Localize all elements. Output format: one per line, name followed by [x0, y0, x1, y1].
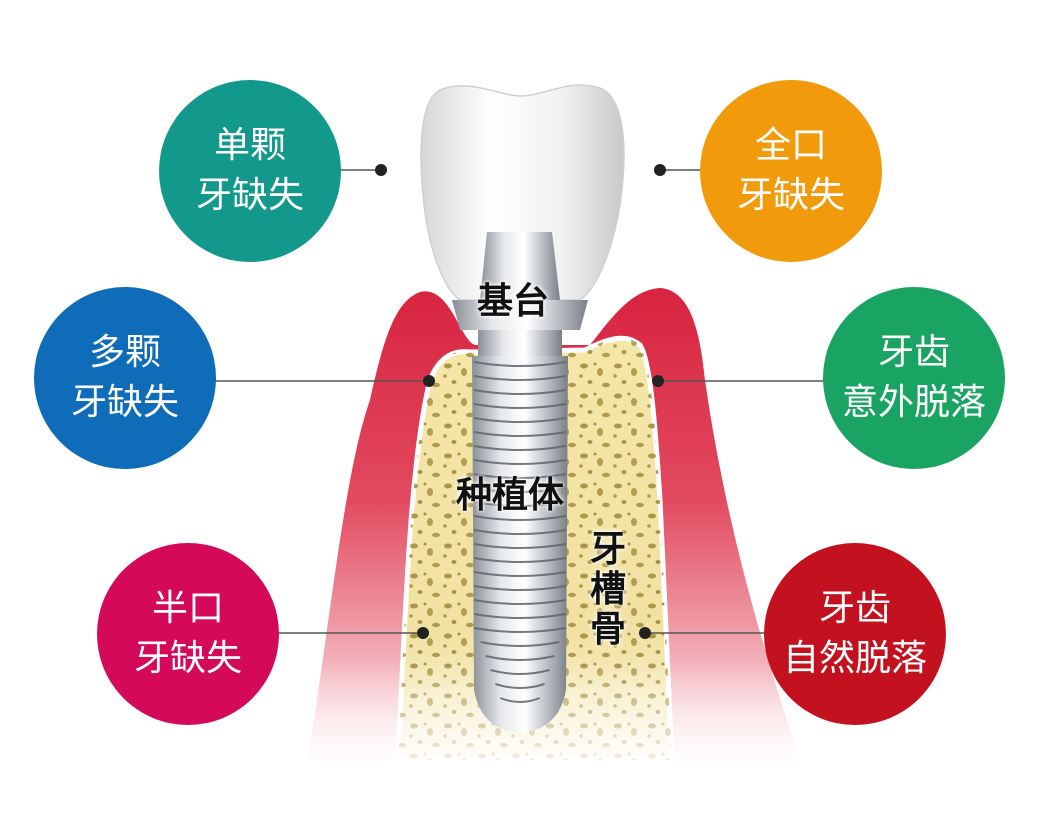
circle-half-mouth-missing: 半口 牙缺失	[97, 543, 279, 725]
circle-accidental-loss: 牙齿 意外脱落	[823, 287, 1005, 469]
implant-body	[472, 356, 568, 732]
crown	[420, 84, 625, 301]
label-abutment: 基台	[477, 281, 550, 322]
circle-multiple-teeth-missing: 多颗 牙缺失	[34, 287, 216, 469]
circle-single-tooth-missing: 单颗 牙缺失	[159, 80, 341, 262]
abutment-post	[480, 232, 560, 300]
circle-full-mouth-missing: 全口 牙缺失	[700, 80, 882, 262]
label-alveolar-bone: 牙 槽 骨	[589, 529, 626, 650]
label-implant: 种植体	[456, 475, 565, 516]
circle-natural-loss: 牙齿 自然脱落	[764, 543, 946, 725]
